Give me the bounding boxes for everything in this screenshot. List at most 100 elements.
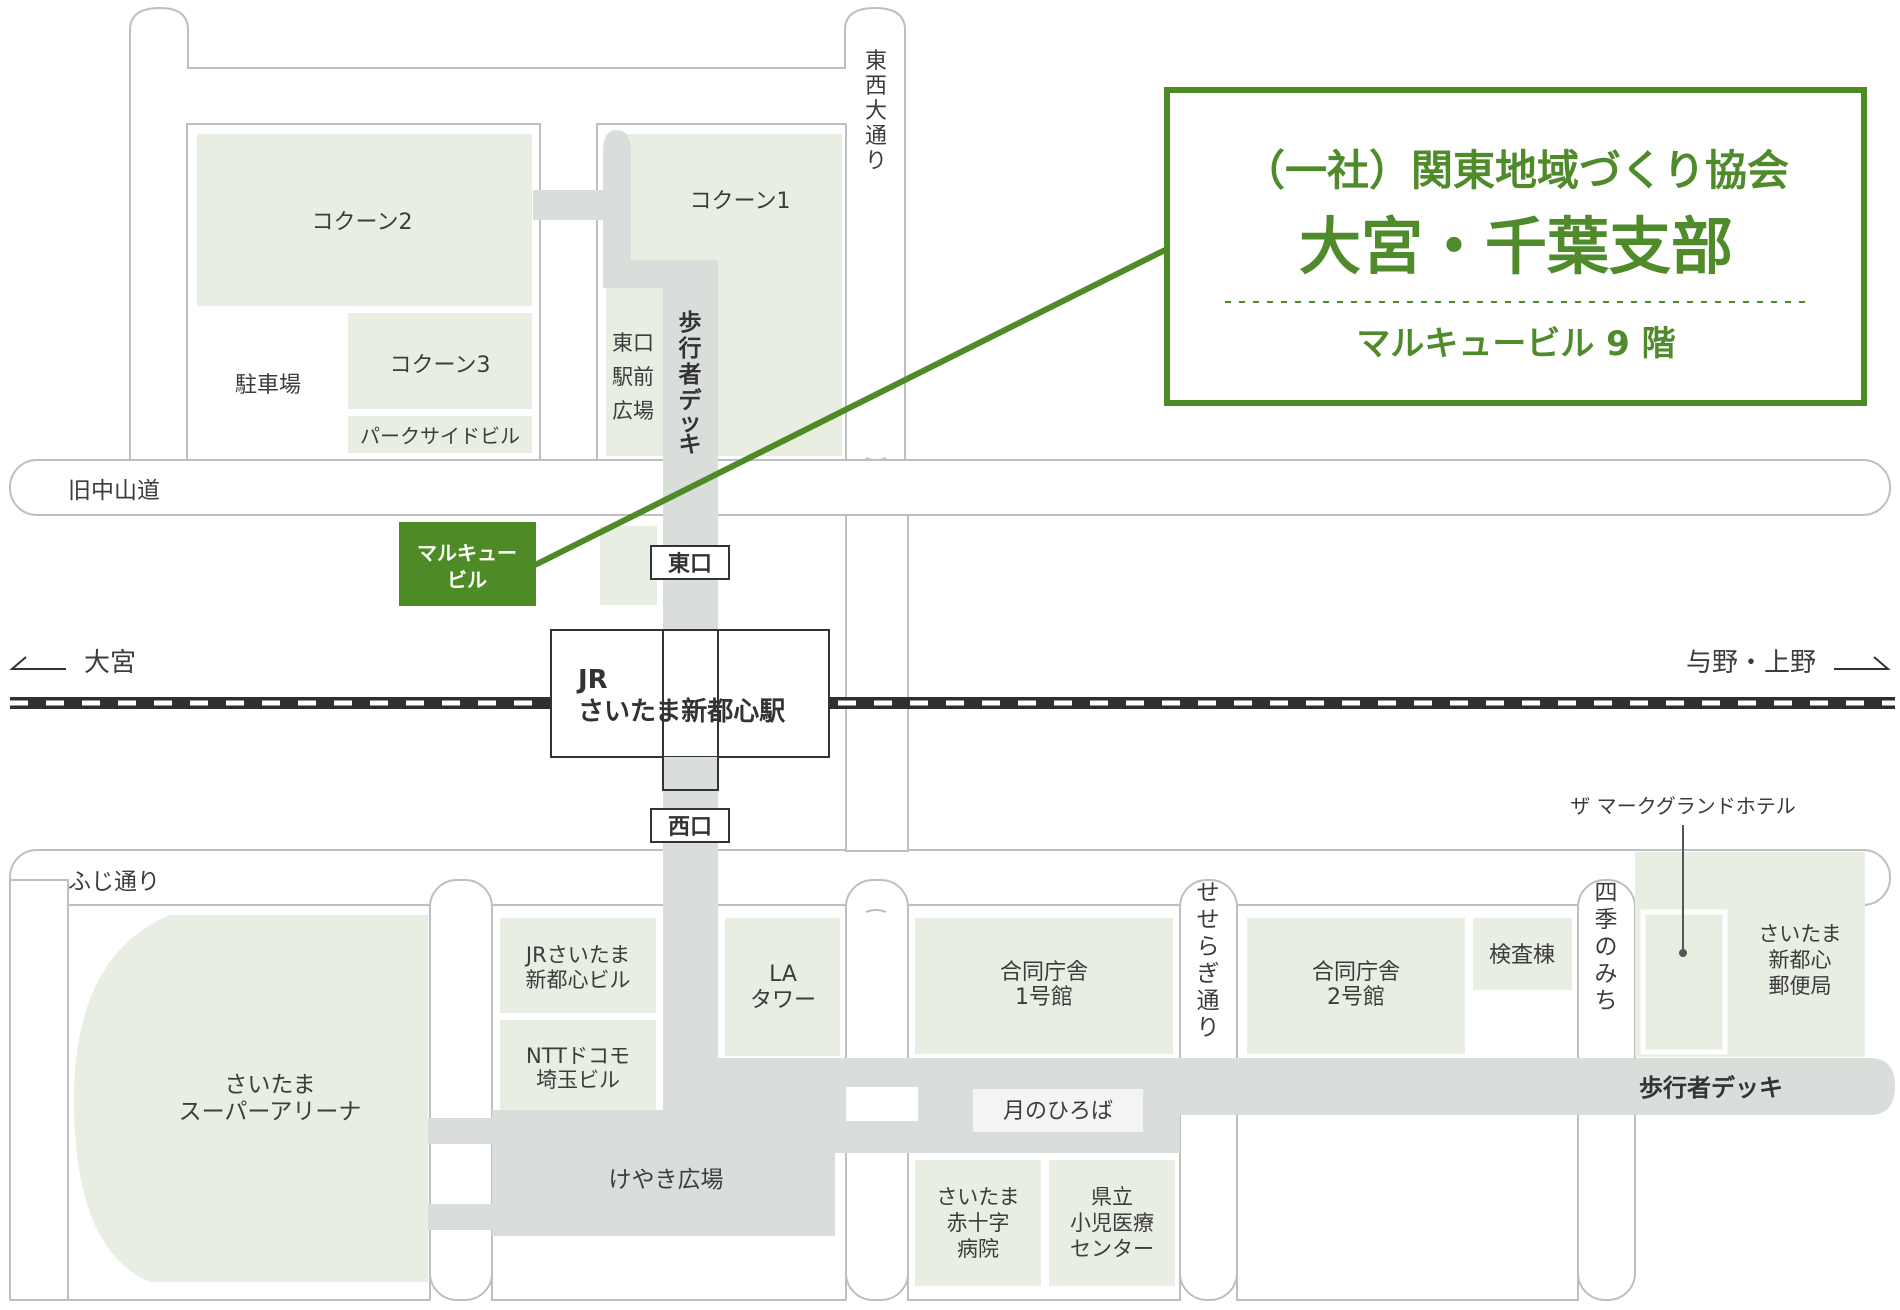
- pedestrian-deck-layer: [428, 130, 1895, 1236]
- children-label-1: 県立: [1091, 1185, 1133, 1209]
- tsuki-plaza-label: 月のひろば: [1003, 1099, 1113, 1124]
- buildings-layer: [74, 134, 1865, 1286]
- shiki-char: 四: [1595, 880, 1618, 906]
- la-tower-building: [725, 918, 840, 1056]
- ntt-label-1: NTTドコモ: [526, 1044, 630, 1068]
- tozai-middle-road: [845, 514, 909, 852]
- arena-building: [74, 915, 428, 1282]
- cocoon1-label: コクーン1: [690, 189, 791, 214]
- target-building-label-2: ビル: [447, 568, 487, 592]
- govt1-label-2: 1号館: [1015, 985, 1073, 1010]
- parking-label: 駐車場: [235, 373, 301, 398]
- cocoon3-label: コクーン3: [390, 353, 491, 378]
- govt2-label-2: 2号館: [1327, 985, 1385, 1010]
- target-building: [399, 522, 536, 606]
- jr-saitama-label-2: 新都心ビル: [526, 968, 631, 992]
- park-side-building: [348, 416, 532, 453]
- shiki-char: み: [1595, 961, 1618, 987]
- park-side-label: パークサイドビル: [360, 424, 520, 448]
- arena-bridge-lower: [428, 1204, 494, 1230]
- post-label-3: 郵便局: [1769, 974, 1832, 998]
- deck-char: 行: [678, 335, 702, 362]
- shiki-no-michi-label: 四 季 の み ち: [1595, 880, 1618, 1014]
- tozai-char: 西: [865, 74, 887, 99]
- station-name-line2: さいたま新都心駅: [578, 696, 785, 727]
- deck-char: ッ: [679, 410, 702, 436]
- seseragi-char: せ: [1197, 880, 1220, 906]
- deck-gap: [846, 1087, 918, 1121]
- fuji-dori-label: ふじ通り: [68, 869, 160, 895]
- seseragi-char: ら: [1197, 934, 1220, 960]
- govt2-building: [1247, 918, 1465, 1054]
- keyaki-label: けやき広場: [609, 1167, 724, 1193]
- direction-arrows: [9, 656, 1891, 670]
- road-crossing-marks: [865, 457, 887, 913]
- west-exit-box: [650, 808, 730, 843]
- callout-box: [1164, 87, 1867, 406]
- east-exit-label: 東口: [668, 552, 712, 577]
- east-exit-box: [650, 545, 730, 580]
- arena-label-1: さいたま: [224, 1072, 315, 1098]
- la-tower-label-1: LA: [769, 962, 797, 987]
- cocoon1-building: [606, 134, 842, 456]
- pedestrian-deck-h-label: 歩行者デッキ: [1639, 1074, 1783, 1102]
- tozai-char: 通: [865, 124, 887, 149]
- pedestrian-deck-vertical: [603, 130, 718, 1110]
- jr-saitama-building: [500, 918, 656, 1013]
- la-tower-label-2: タワー: [750, 988, 816, 1013]
- crossing-mark-south: [865, 909, 887, 913]
- govt1-building: [915, 918, 1173, 1054]
- deck-char: 歩: [679, 310, 702, 336]
- station-west-passage: [662, 757, 719, 791]
- kensa-building: [1473, 918, 1572, 990]
- govt1-label-1: 合同庁舎: [1000, 960, 1088, 985]
- red-cross-label-3: 病院: [957, 1237, 999, 1261]
- children-label-3: センター: [1070, 1237, 1154, 1261]
- arrow-left: [9, 656, 66, 670]
- red-cross-building: [915, 1160, 1041, 1286]
- arena-label-2: スーパーアリーナ: [179, 1099, 362, 1125]
- east-plaza-label: 東口 駅前 広場: [612, 331, 654, 423]
- callout-org-name: （一社）関東地域づくり協会: [1243, 146, 1789, 195]
- jr-saitama-label-1: JRさいたま: [524, 943, 630, 967]
- children-hospital-building: [1049, 1160, 1175, 1286]
- kyu-nakasendo-road: [9, 459, 1891, 516]
- callout-branch-name: 大宮・千葉支部: [1299, 210, 1733, 283]
- east-plaza-line: 東口: [612, 331, 654, 355]
- red-cross-label-1: さいたま: [936, 1185, 1019, 1209]
- deck-char: キ: [679, 432, 702, 458]
- crossing-mark-north: [865, 457, 887, 461]
- post-label-2: 新都心: [1769, 948, 1832, 972]
- tozai-odori-label: 東 西 大 通 り: [865, 49, 887, 174]
- labels-layer: （一社）関東地域づくり協会 大宮・千葉支部 マルキュービル 9 階 マルキュー …: [68, 49, 1842, 1261]
- deck-char: 者: [678, 362, 702, 388]
- tozai-char: り: [865, 149, 887, 174]
- station-deck-edges: [662, 630, 719, 757]
- cocoon3-building: [348, 313, 532, 409]
- tozai-char: 大: [865, 99, 887, 124]
- callout-leader-line: [533, 247, 1167, 568]
- station-layer: [550, 545, 830, 843]
- seseragi-char: せ: [1197, 907, 1220, 933]
- ntt-building: [500, 1020, 656, 1112]
- west-exit-label: 西口: [668, 815, 712, 840]
- east-plaza-patch: [600, 526, 657, 605]
- direction-left-label: 大宮: [84, 648, 136, 678]
- east-plaza-line: 広場: [612, 399, 654, 423]
- arena-bridge-upper: [428, 1118, 494, 1144]
- shiki-char: ち: [1595, 988, 1618, 1014]
- direction-right-label: 与野・上野: [1686, 648, 1816, 678]
- kensa-label: 検査棟: [1489, 943, 1555, 968]
- deck-char: デ: [679, 387, 703, 414]
- arrow-right: [1834, 656, 1891, 670]
- shiki-char: 季: [1595, 907, 1618, 933]
- hotel-label: ザ マークグランドホテル: [1570, 794, 1796, 818]
- shiki-char: の: [1595, 934, 1618, 960]
- cocoon-bridge: [533, 190, 603, 220]
- pedestrian-deck-v-label: 歩 行 者 デ ッ キ: [678, 310, 703, 458]
- west-edge-road: [9, 879, 69, 1301]
- tozai-char: 東: [865, 49, 887, 74]
- target-building-label-1: マルキュー: [417, 541, 517, 565]
- seseragi-char: り: [1197, 1015, 1220, 1041]
